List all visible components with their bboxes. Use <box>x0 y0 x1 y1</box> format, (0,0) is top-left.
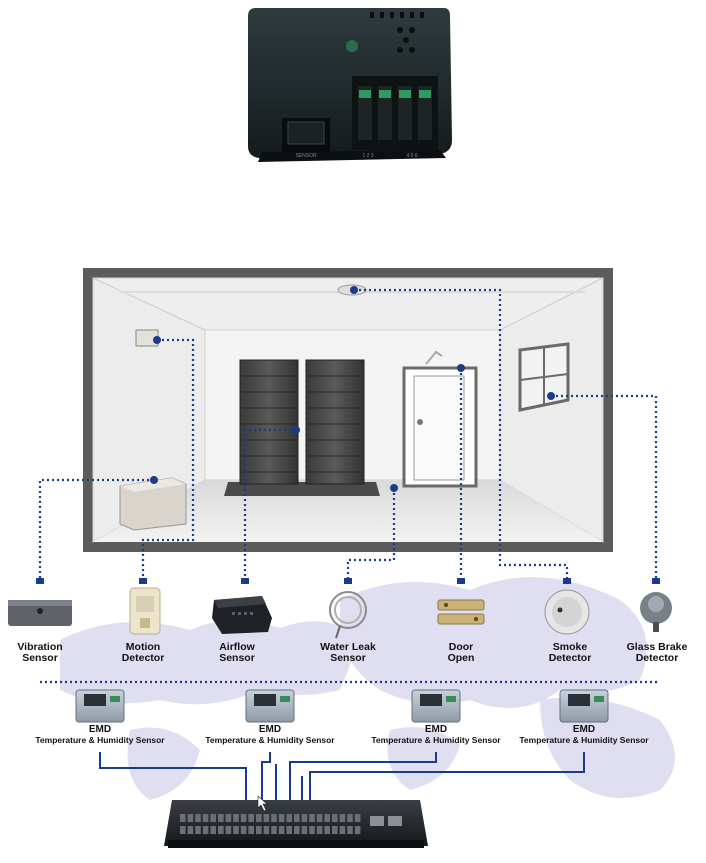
switch-port <box>248 814 254 822</box>
smoke-detector-icon <box>545 590 589 634</box>
switch-port <box>347 814 353 822</box>
switch-port <box>180 826 186 834</box>
switch-port <box>203 826 209 834</box>
switch-port <box>226 814 232 822</box>
switch-port <box>264 814 270 822</box>
port-label: SENSOR <box>295 153 317 159</box>
emd-unit-1 <box>76 690 124 722</box>
switch-port <box>264 826 270 834</box>
switch-port <box>317 826 323 834</box>
switch-port <box>347 826 353 834</box>
emd-subtitle-4: Temperature & Humidity Sensor <box>519 735 648 745</box>
switch-port <box>279 826 285 834</box>
emd-subtitle-3: Temperature & Humidity Sensor <box>371 735 500 745</box>
switch-port <box>256 826 262 834</box>
switch-port <box>332 826 338 834</box>
switch-port <box>188 814 194 822</box>
switch-port <box>241 826 247 834</box>
emd-subtitle-2: Temperature & Humidity Sensor <box>205 735 334 745</box>
switch-port <box>203 814 209 822</box>
dip-label-2: 4 5 6 <box>406 153 417 159</box>
switch-port <box>324 826 330 834</box>
switch-port <box>294 826 300 834</box>
switch-port <box>294 814 300 822</box>
switch-port <box>195 814 201 822</box>
emd-unit-3 <box>412 690 460 722</box>
emd-subtitle-1: Temperature & Humidity Sensor <box>35 735 164 745</box>
switch-port <box>317 814 323 822</box>
switch-port <box>309 814 315 822</box>
switch-port <box>233 814 239 822</box>
switch-port <box>355 826 361 834</box>
switch-port <box>355 814 361 822</box>
dip-label-1: 1 2 3 <box>362 153 373 159</box>
switch-port <box>210 826 216 834</box>
emd-device-photo: SENSOR 1 2 3 4 5 6 <box>248 8 452 162</box>
switch-port <box>332 814 338 822</box>
emd-unit-2 <box>246 690 294 722</box>
switch-port <box>302 826 308 834</box>
switch-port <box>309 826 315 834</box>
switch-port <box>248 826 254 834</box>
motion-detector-icon <box>130 588 160 634</box>
switch-port <box>233 826 239 834</box>
switch-port <box>340 814 346 822</box>
switch-port <box>286 826 292 834</box>
switch-port <box>218 814 224 822</box>
network-switch <box>164 796 428 848</box>
switch-port <box>286 814 292 822</box>
switch-port <box>218 826 224 834</box>
vibration-sensor-icon <box>8 600 72 626</box>
switch-port <box>226 826 232 834</box>
switch-port <box>210 814 216 822</box>
switch-port <box>279 814 285 822</box>
switch-port <box>302 814 308 822</box>
emd-unit-4 <box>560 690 608 722</box>
switch-port <box>271 814 277 822</box>
switch-port <box>195 826 201 834</box>
switch-port <box>241 814 247 822</box>
switch-port <box>324 814 330 822</box>
sensor-link-ends <box>36 578 660 584</box>
room-illustration <box>83 268 613 552</box>
glass-break-detector-icon <box>640 592 672 632</box>
airflow-sensor-icon <box>212 596 272 634</box>
switch-port <box>256 814 262 822</box>
switch-port <box>340 826 346 834</box>
switch-port <box>271 826 277 834</box>
switch-port <box>188 826 194 834</box>
switch-port <box>180 814 186 822</box>
